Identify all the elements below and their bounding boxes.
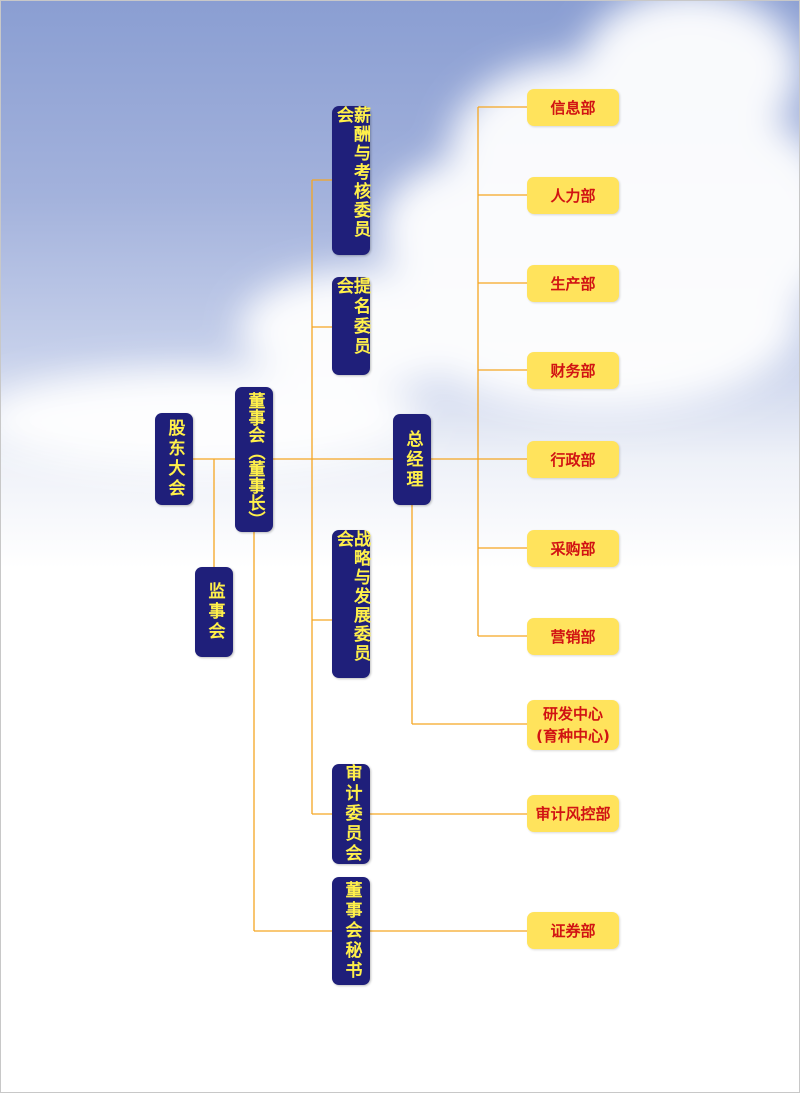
dept-purchase: 采购部: [527, 530, 619, 567]
general-manager-node: 总经理: [393, 414, 431, 505]
dept-finance: 财务部: [527, 352, 619, 389]
shareholders-label: 股东大会: [164, 419, 185, 499]
dept-rnd-label-line1: 研发中心: [542, 705, 603, 723]
strategy-committee-node: 战略与发展委员会: [332, 530, 370, 678]
audit-committee-label: 审计委员会: [341, 764, 362, 864]
dept-admin-label: 行政部: [550, 450, 596, 469]
dept-hr-label: 人力部: [550, 186, 596, 205]
board-secretary-label: 董事会秘书: [341, 881, 362, 981]
board-node: 董事会（董事长）: [235, 387, 273, 532]
dept-securities: 证券部: [527, 912, 619, 949]
shareholders-node: 股东大会: [155, 413, 193, 505]
dept-production: 生产部: [527, 265, 619, 302]
strategy-committee-label: 战略与发展委员会: [333, 530, 370, 663]
dept-finance-label: 财务部: [550, 361, 596, 380]
dept-purchase-label: 采购部: [550, 539, 596, 558]
dept-audit-risk: 审计风控部: [527, 795, 619, 832]
compensation-committee-node: 薪酬与考核委员会: [332, 106, 370, 255]
dept-rnd: 研发中心 (育种中心): [527, 700, 619, 750]
dept-rnd-label-line2: (育种中心): [536, 727, 610, 745]
compensation-committee-label: 薪酬与考核委员会: [333, 106, 370, 239]
audit-committee-node: 审计委员会: [332, 764, 370, 864]
nomination-committee-node: 提名委员会: [332, 277, 370, 375]
dept-audit-risk-label: 审计风控部: [535, 804, 611, 823]
supervisory-node: 监事会: [195, 567, 233, 657]
dept-marketing-label: 营销部: [550, 627, 596, 646]
supervisory-label: 监事会: [204, 582, 225, 642]
board-secretary-node: 董事会秘书: [332, 877, 370, 985]
dept-admin: 行政部: [527, 441, 619, 478]
dept-info-label: 信息部: [550, 98, 596, 117]
dept-production-label: 生产部: [550, 274, 596, 293]
dept-info: 信息部: [527, 89, 619, 126]
nomination-committee-label: 提名委员会: [333, 277, 370, 357]
general-manager-label: 总经理: [402, 429, 423, 490]
board-label: 董事会（董事长）: [244, 391, 265, 528]
dept-hr: 人力部: [527, 177, 619, 214]
dept-securities-label: 证券部: [550, 921, 596, 940]
dept-marketing: 营销部: [527, 618, 619, 655]
